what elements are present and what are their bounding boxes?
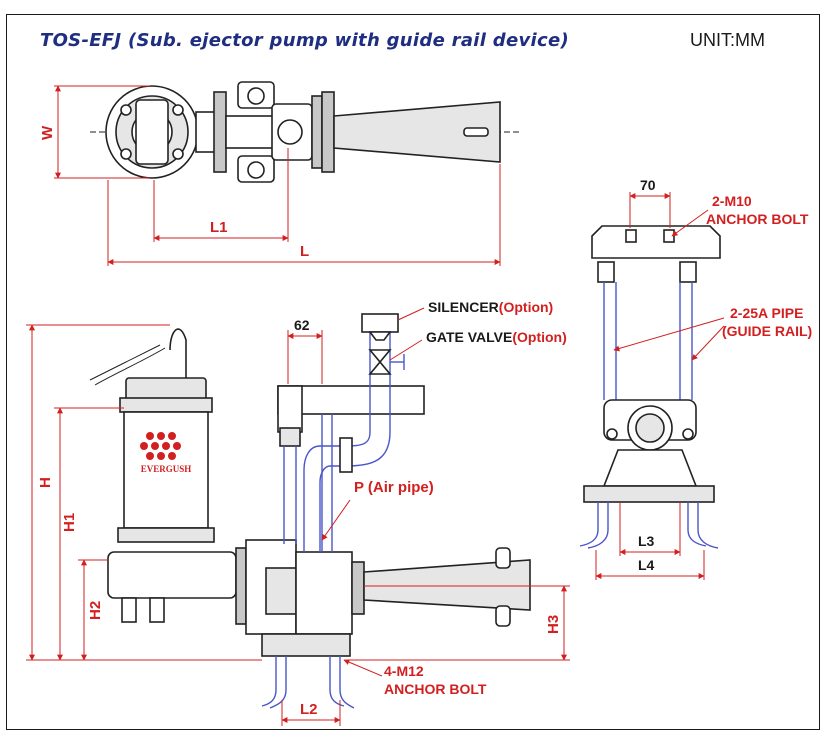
motor-body (123, 411, 209, 529)
top-view: W L1 L (39, 81, 520, 266)
dim-62-label: 62 (294, 317, 310, 333)
top-bracket (591, 225, 721, 259)
guide-rail-size: 2-25A PIPE (730, 305, 803, 321)
drawing-frame (6, 14, 820, 730)
side-diffuser (363, 559, 531, 611)
top-anchor-bolt-label: ANCHOR BOLT (706, 211, 809, 227)
dim-l3-label: L3 (638, 533, 655, 549)
dim-h3-label: H3 (545, 615, 562, 634)
silencer-icon (361, 313, 399, 333)
dim-l-label: L (300, 243, 309, 260)
dim-l4-label: L4 (638, 557, 655, 573)
dim-h1-label: H1 (61, 513, 78, 532)
unit-label: UNIT:MM (690, 30, 765, 50)
bottom-anchor-bolt-label: ANCHOR BOLT (384, 681, 487, 697)
guide-rail-view: 70 2-M10 ANCHOR BOLT 2-25A PIPE (GUIDE R… (579, 177, 812, 580)
top-anchor-bolt-count: 2-M10 (712, 193, 752, 209)
side-view: EVERGUSH (26, 299, 570, 726)
pump-casing (107, 551, 237, 599)
bottom-anchor-bolt-count: 4-M12 (384, 663, 424, 679)
dim-70-label: 70 (640, 177, 656, 193)
ejector-body (295, 551, 353, 635)
dim-l2-label: L2 (300, 701, 318, 718)
drawing-title: TOS-EFJ (Sub. ejector pump with guide ra… (40, 30, 569, 51)
brand-logo-icon (140, 432, 181, 460)
brand-name: EVERGUSH (141, 464, 192, 474)
guide-rail-label: (GUIDE RAIL) (722, 323, 812, 339)
top-diffuser (333, 101, 501, 163)
silencer-label: SILENCER(Option) (428, 299, 553, 315)
dim-h2-label: H2 (87, 601, 104, 620)
dim-l1-label: L1 (210, 219, 228, 236)
dim-h-label: H (37, 477, 54, 488)
gate-valve-label: GATE VALVE(Option) (426, 329, 567, 345)
air-pipe-label: P (Air pipe) (354, 479, 434, 496)
dim-w-label: W (39, 125, 56, 140)
gate-valve-icon (368, 349, 392, 375)
